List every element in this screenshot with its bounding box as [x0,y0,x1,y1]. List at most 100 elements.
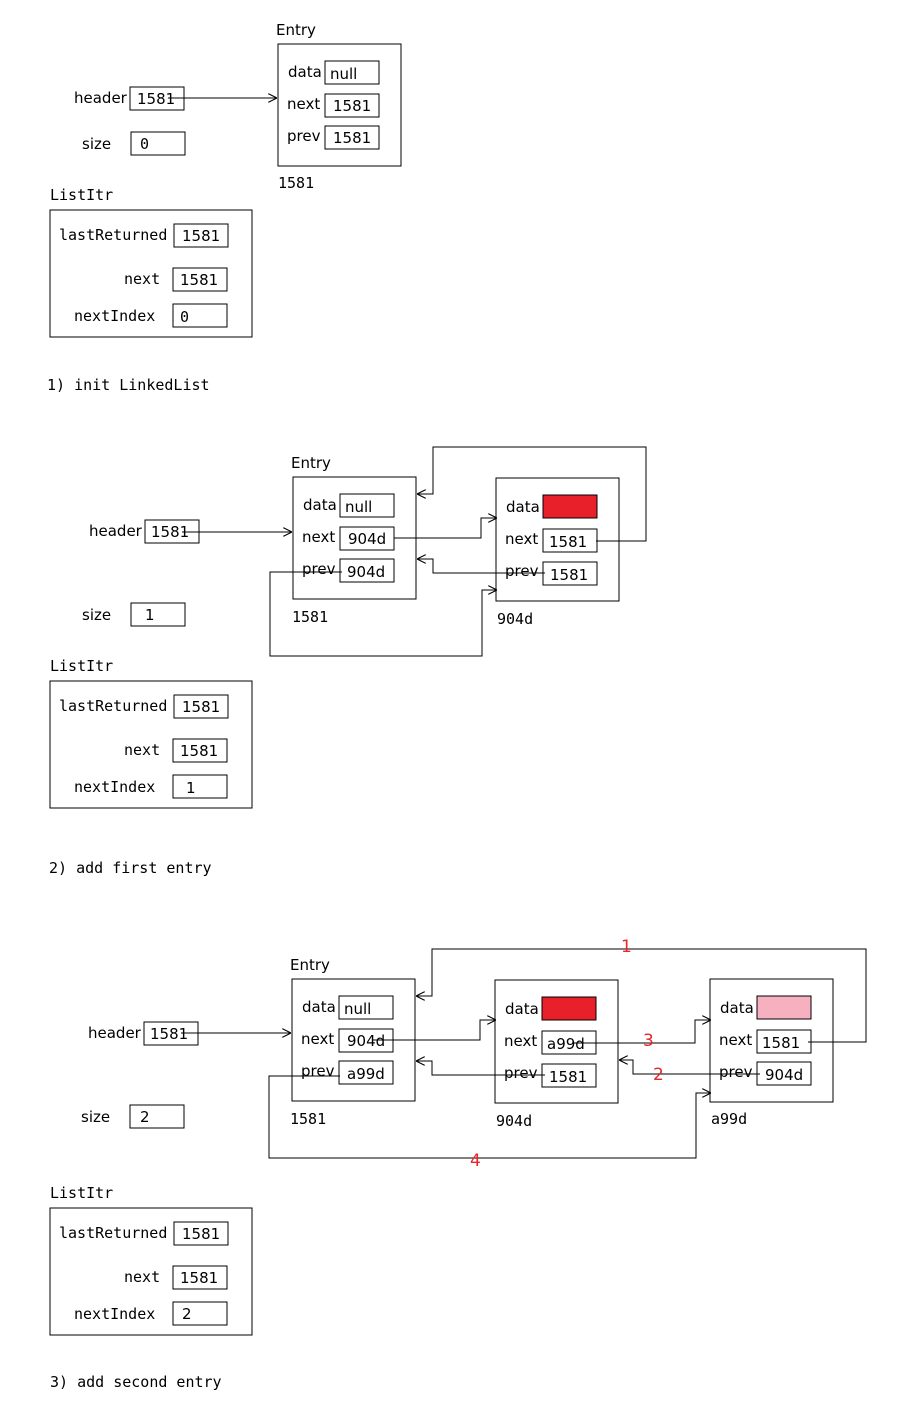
next-value: 1581 [333,97,371,115]
entry-box-904d [494,979,619,1104]
panel-caption: 3) add second entry [50,1373,222,1391]
size-field [129,1104,185,1129]
entry-box-904d [495,477,620,602]
prev-label: prev [301,1062,335,1080]
pointer-header-prev-to-a99d [268,1075,711,1159]
header-label: header [88,1024,142,1042]
pointer-header-next-to-904d [373,1020,496,1041]
iter-next-value: 1581 [180,1269,218,1287]
data-field [338,995,394,1020]
pointer-header-prev-to-904d [269,571,497,657]
lastreturned-label: lastReturned [59,226,167,244]
iter-next-label: next [124,270,160,288]
pointer-header-next-to-904d [375,518,497,539]
data-label: data [288,63,322,81]
next-field [541,1030,597,1055]
step-label-4: 4 [470,1151,481,1171]
lastreturned-label: lastReturned [59,1224,167,1242]
prev-field [542,561,598,586]
entry-title: Entry [290,956,330,974]
header-value: 1581 [151,523,189,541]
panel-2: Entry data null next 904d prev 904d 1581… [49,446,647,877]
size-field [130,131,186,156]
data-label: data [303,496,337,514]
entry-address: 904d [496,1112,532,1130]
prev-label: prev [505,562,539,580]
size-value: 0 [140,135,149,153]
header-value: 1581 [150,1025,188,1043]
data-field-filled [756,995,812,1020]
data-label: data [302,998,336,1016]
next-field [338,1028,394,1053]
panel-caption: 2) add first entry [49,859,212,877]
prev-field [339,558,395,583]
panel-3: Entry data null next 904d prev a99d 1581… [49,937,867,1391]
next-field [542,528,598,553]
prev-field [324,125,380,150]
header-label: header [89,522,143,540]
nextindex-field [172,1301,228,1326]
next-value: 1581 [549,533,587,551]
next-value: 904d [348,530,386,548]
step-label-3: 3 [643,1031,654,1051]
iter-next-value: 1581 [180,271,218,289]
prev-field [541,1063,597,1088]
nextindex-value: 2 [182,1305,192,1323]
entry-box-1581 [291,978,416,1102]
step-label-1: 1 [621,937,632,957]
entry-address: 1581 [292,608,328,626]
prev-value: 904d [347,563,385,581]
header-label: header [74,89,128,107]
pointer-a99d-prev-to-904d [619,1060,760,1075]
data-field-filled [542,494,598,519]
prev-label: prev [287,127,321,145]
pointer-904d-prev-to-header [416,1061,545,1076]
iter-next-field [172,738,228,763]
lastreturned-field [173,1221,229,1246]
next-label: next [505,530,538,548]
entry-address: 1581 [278,174,314,192]
next-label: next [504,1032,537,1050]
next-value: a99d [547,1035,585,1053]
nextindex-field [172,303,228,328]
pointer-904d-next-to-header [417,446,647,542]
next-field [756,1029,812,1054]
prev-value: 1581 [549,1068,587,1086]
next-label: next [301,1030,334,1048]
listitr-title: ListItr [50,657,113,675]
pointer-904d-next-to-a99d [573,1020,711,1044]
data-label: data [720,999,754,1017]
prev-field [756,1061,812,1086]
next-value: 904d [347,1032,385,1050]
lastreturned-field [173,223,229,248]
lastreturned-value: 1581 [182,227,220,245]
entry-title: Entry [276,21,316,39]
size-label: size [82,606,111,624]
data-field-filled [541,996,597,1021]
entry-address: 1581 [290,1110,326,1128]
entry-box-1581 [292,476,417,600]
next-label: next [719,1031,752,1049]
iter-next-field [172,267,228,292]
size-label: size [82,135,111,153]
data-label: data [505,1000,539,1018]
iter-next-label: next [124,1268,160,1286]
nextindex-label: nextIndex [74,778,155,796]
size-label: size [81,1108,110,1126]
next-label: next [302,528,335,546]
prev-value: 904d [765,1066,803,1084]
nextindex-field [172,774,228,799]
data-field [339,493,395,518]
prev-label: prev [719,1063,753,1081]
pointer-904d-prev-to-header [417,559,545,574]
entry-address: a99d [711,1110,747,1128]
nextindex-label: nextIndex [74,1305,155,1323]
nextindex-value: 1 [186,779,196,797]
iter-next-field [172,1265,228,1290]
lastreturned-label: lastReturned [59,697,167,715]
entry-address: 904d [497,610,533,628]
prev-value: 1581 [550,566,588,584]
next-label: next [287,95,320,113]
nextindex-label: nextIndex [74,307,155,325]
